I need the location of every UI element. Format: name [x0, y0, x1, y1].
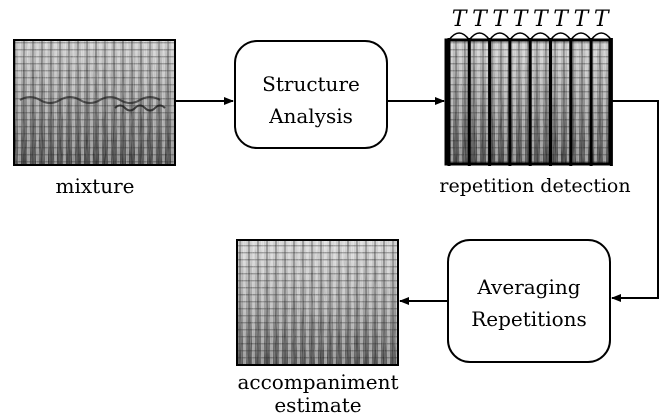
repetition-detection-spectrogram: [444, 38, 613, 166]
mixture-label: mixture: [56, 174, 135, 198]
period-arc: [488, 32, 511, 41]
period-arc: [509, 32, 531, 41]
period-arc: [448, 32, 470, 41]
period-label: T: [472, 7, 489, 32]
period-label: T: [492, 7, 509, 32]
period-label: T: [513, 7, 530, 32]
averaging-repetitions-box: Averaging Repetitions: [447, 239, 611, 363]
structure-analysis-box: Structure Analysis: [234, 40, 388, 149]
period-label: T: [553, 7, 570, 32]
arrow-detection-to-averaging: [610, 100, 659, 302]
averaging-repetitions-line1: Averaging: [476, 275, 580, 299]
period-arc: [570, 32, 592, 41]
period-label: T: [574, 7, 591, 32]
averaging-repetitions-line2: Repetitions: [471, 307, 587, 331]
period-arc: [549, 32, 572, 41]
period-label: T: [452, 7, 469, 32]
period-label: T: [533, 7, 550, 32]
mixture-spectrogram: [13, 39, 176, 166]
structure-analysis-line2: Analysis: [268, 104, 353, 128]
accompaniment-label-line1: accompaniment: [237, 370, 398, 394]
period-label: T: [594, 7, 611, 32]
period-arc: [590, 32, 613, 41]
accompaniment-label-line2: estimate: [274, 393, 361, 417]
period-arc: [468, 32, 491, 41]
period-arc: [529, 32, 552, 41]
structure-analysis-line1: Structure: [262, 72, 360, 96]
repetition-detection-label: repetition detection: [439, 175, 630, 197]
accompaniment-spectrogram: [236, 239, 399, 366]
